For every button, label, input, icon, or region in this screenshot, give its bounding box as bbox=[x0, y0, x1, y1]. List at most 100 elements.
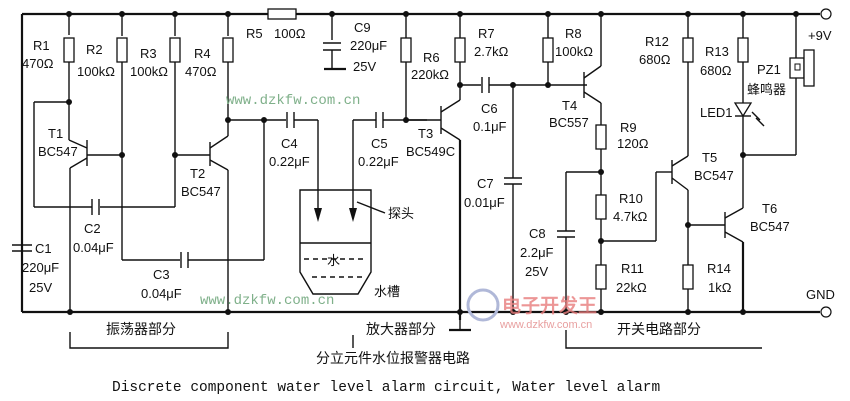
r1-resistor bbox=[63, 37, 75, 63]
pz1-buzzer-icon bbox=[789, 57, 805, 79]
r5-name: R5 bbox=[246, 26, 263, 41]
c7-name: C7 bbox=[477, 176, 494, 191]
r6-resistor bbox=[400, 37, 412, 63]
c9-voltage: 25V bbox=[353, 59, 376, 74]
r9-name: R9 bbox=[620, 120, 637, 135]
pz1-name: PZ1 bbox=[757, 62, 781, 77]
t1-part: BC547 bbox=[38, 144, 78, 159]
r4-resistor bbox=[222, 37, 234, 63]
watermark-url-3: www.dzkfw.com.cn bbox=[499, 319, 592, 331]
probe-label: 探头 bbox=[388, 207, 414, 222]
oscillator-bracket bbox=[69, 332, 229, 349]
r9-resistor bbox=[595, 124, 607, 150]
t5-part: BC547 bbox=[694, 168, 734, 183]
r1-value: 470Ω bbox=[22, 56, 54, 71]
c5-name: C5 bbox=[371, 136, 388, 151]
watermark-url-1: www.dzkfw.com.cn bbox=[226, 93, 360, 109]
t4-part: BC557 bbox=[549, 115, 589, 130]
c7-value: 0.01μF bbox=[464, 195, 505, 210]
r10-resistor bbox=[595, 194, 607, 220]
r7-value: 2.7kΩ bbox=[474, 44, 509, 59]
r10-value: 4.7kΩ bbox=[613, 209, 648, 224]
caption-cn: 分立元件水位报警器电路 bbox=[316, 351, 470, 367]
t2-name: T2 bbox=[190, 166, 205, 181]
gnd-label: GND bbox=[806, 287, 835, 302]
r12-name: R12 bbox=[645, 34, 669, 49]
c9-name: C9 bbox=[354, 20, 371, 35]
c5-value: 0.22μF bbox=[358, 154, 399, 169]
watermark-brand: 电子开发王 bbox=[502, 294, 597, 317]
r1-name: R1 bbox=[33, 38, 50, 53]
r4-name: R4 bbox=[194, 46, 211, 61]
c1-name: C1 bbox=[35, 241, 52, 256]
watermark-url-2: www.dzkfw.com.cn bbox=[200, 293, 334, 309]
r11-value: 22kΩ bbox=[616, 280, 647, 295]
r3-resistor bbox=[169, 37, 181, 63]
vcc-label: +9V bbox=[808, 28, 832, 43]
r8-value: 100kΩ bbox=[555, 44, 593, 59]
c1-voltage: 25V bbox=[29, 280, 52, 295]
led1-icon bbox=[733, 102, 753, 118]
r5-resistor bbox=[267, 8, 297, 20]
r2-resistor bbox=[116, 37, 128, 63]
switch-section-label: 开关电路部分 bbox=[617, 322, 701, 338]
r11-name: R11 bbox=[621, 261, 644, 276]
switch-bracket bbox=[565, 330, 762, 349]
c3-value: 0.04μF bbox=[141, 286, 182, 301]
r9-value: 120Ω bbox=[617, 136, 649, 151]
t6-part: BC547 bbox=[750, 219, 790, 234]
watermark-logo-icon bbox=[466, 288, 500, 322]
amplifier-section-label: 放大器部分 bbox=[366, 322, 436, 338]
vcc-terminal bbox=[820, 8, 832, 20]
t6-name: T6 bbox=[762, 201, 777, 216]
r14-resistor bbox=[682, 264, 694, 290]
r12-resistor bbox=[682, 37, 694, 63]
r3-value: 100kΩ bbox=[130, 64, 168, 79]
r3-name: R3 bbox=[140, 46, 157, 61]
r11-resistor bbox=[595, 264, 607, 290]
r14-name: R14 bbox=[707, 261, 731, 276]
t2-part: BC547 bbox=[181, 184, 221, 199]
r13-value: 680Ω bbox=[700, 63, 732, 78]
water-tank bbox=[299, 189, 372, 295]
c4-value: 0.22μF bbox=[269, 154, 310, 169]
r7-name: R7 bbox=[478, 26, 495, 41]
c8-name: C8 bbox=[529, 226, 546, 241]
oscillator-section-label: 振荡器部分 bbox=[106, 322, 176, 338]
c1-value: 220μF bbox=[22, 260, 59, 275]
c2-name: C2 bbox=[84, 221, 101, 236]
c6-value: 0.1μF bbox=[473, 119, 507, 134]
c4-name: C4 bbox=[281, 136, 298, 151]
r14-value: 1kΩ bbox=[708, 280, 732, 295]
t4-name: T4 bbox=[562, 98, 577, 113]
r8-name: R8 bbox=[565, 26, 582, 41]
t3-name: T3 bbox=[418, 126, 433, 141]
probe-2-icon bbox=[349, 208, 357, 222]
pz1-desc: 蜂鸣器 bbox=[747, 82, 786, 98]
r2-name: R2 bbox=[86, 42, 103, 57]
r5-value: 100Ω bbox=[274, 26, 306, 41]
c3-name: C3 bbox=[153, 267, 170, 282]
r6-value: 220kΩ bbox=[411, 67, 449, 82]
gnd-terminal bbox=[820, 306, 832, 318]
led1-name: LED1 bbox=[700, 105, 733, 120]
c2-value: 0.04μF bbox=[73, 240, 114, 255]
t3-part: BC549C bbox=[406, 144, 455, 159]
r13-resistor bbox=[737, 37, 749, 63]
probe-1-icon bbox=[314, 208, 322, 222]
r8-resistor bbox=[542, 37, 554, 63]
r6-name: R6 bbox=[423, 50, 440, 65]
r13-name: R13 bbox=[705, 44, 729, 59]
r7-resistor bbox=[454, 37, 466, 63]
r2-value: 100kΩ bbox=[77, 64, 115, 79]
t1-name: T1 bbox=[48, 126, 63, 141]
water-label: 水 bbox=[327, 254, 340, 269]
caption-en: Discrete component water level alarm cir… bbox=[112, 380, 660, 396]
r10-name: R10 bbox=[619, 191, 643, 206]
c6-name: C6 bbox=[481, 101, 498, 116]
tank-label: 水槽 bbox=[374, 285, 400, 300]
t5-name: T5 bbox=[702, 150, 717, 165]
c8-value: 2.2μF bbox=[520, 245, 554, 260]
c9-value: 220μF bbox=[350, 38, 387, 53]
